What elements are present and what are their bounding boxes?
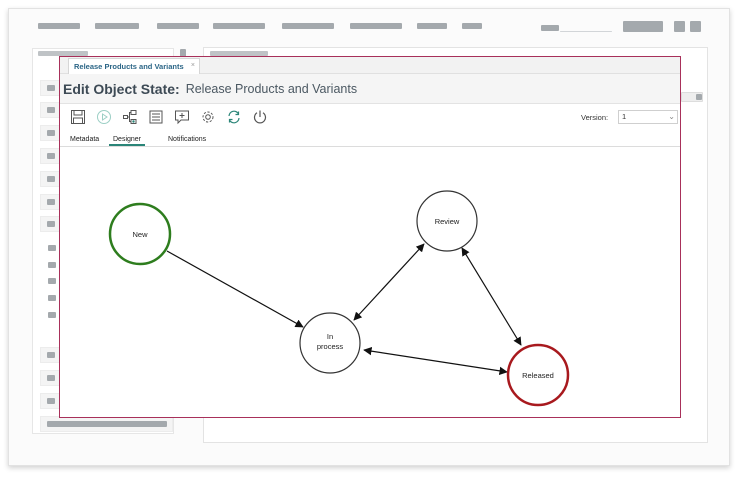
sidebar-header-placeholder <box>180 49 186 57</box>
document-tab-strip: Release Products and Variants × <box>60 57 680 74</box>
main-field-placeholder <box>696 94 702 100</box>
close-icon[interactable]: × <box>190 62 195 69</box>
state-node-in-process[interactable]: In process <box>299 312 361 374</box>
version-value: 1 <box>622 112 627 121</box>
list-icon[interactable] <box>148 109 164 125</box>
play-icon[interactable] <box>96 109 112 125</box>
user-placeholder <box>623 21 663 32</box>
version-select[interactable]: 1 ⌄ <box>618 110 678 124</box>
state-node-released[interactable]: Released <box>506 343 570 407</box>
document-tab[interactable]: Release Products and Variants × <box>68 58 200 74</box>
node-label: New <box>132 230 148 239</box>
toolbar: Version: 1 ⌄ <box>60 105 680 130</box>
state-node-review[interactable]: Review <box>416 190 478 252</box>
node-circle <box>416 190 478 252</box>
nav-placeholder <box>282 23 334 29</box>
state-diagram-canvas[interactable]: New Review In process Released <box>60 148 680 416</box>
refresh-icon[interactable] <box>226 109 242 125</box>
icon-placeholder <box>674 21 685 32</box>
sidebar-row <box>40 416 173 432</box>
nav-placeholder <box>462 23 482 29</box>
node-label-line2: process <box>317 342 344 351</box>
node-circle <box>506 343 570 407</box>
edge-review-released[interactable] <box>461 247 522 346</box>
save-icon[interactable] <box>70 109 86 125</box>
main-header-placeholder <box>210 51 268 56</box>
node-label: Review <box>435 217 460 226</box>
document-tab-label: Release Products and Variants <box>74 62 184 71</box>
edge-in-process-released[interactable] <box>363 346 508 376</box>
sidebar-subitem <box>48 278 56 284</box>
chevron-down-icon: ⌄ <box>668 112 675 121</box>
edge-in-process-review[interactable] <box>353 243 425 321</box>
node-label: Released <box>522 371 554 380</box>
main-field-placeholder <box>681 92 703 102</box>
sidebar-subitem <box>48 312 56 318</box>
edge-new-to-in-process[interactable] <box>166 250 304 328</box>
tab-metadata[interactable]: Metadata <box>70 136 100 143</box>
node-label-line1: In <box>327 332 333 341</box>
page-subtitle: Release Products and Variants <box>185 81 358 96</box>
nav-placeholder <box>95 23 139 29</box>
sidebar-subitem <box>48 295 56 301</box>
search-placeholder-line <box>560 31 612 32</box>
sidebar-subitem <box>48 245 56 251</box>
page-title: Edit Object State: <box>63 80 180 97</box>
comment-icon[interactable] <box>174 109 190 125</box>
tab-designer[interactable]: Designer <box>109 136 146 146</box>
icon-placeholder <box>690 21 701 32</box>
workflow-icon[interactable] <box>122 109 138 125</box>
node-circle <box>108 202 172 266</box>
version-label: Version: <box>581 113 609 122</box>
nav-placeholder <box>38 23 80 29</box>
tab-notifications[interactable]: Notifications <box>168 136 207 143</box>
state-node-new[interactable]: New <box>108 202 172 266</box>
nav-placeholder <box>350 23 402 29</box>
nav-placeholder <box>213 23 265 29</box>
nav-placeholder <box>157 23 199 29</box>
search-placeholder <box>541 25 559 31</box>
title-bar: Edit Object State: Release Products and … <box>60 74 680 104</box>
node-circle <box>299 312 361 374</box>
settings-icon[interactable] <box>200 109 216 125</box>
power-icon[interactable] <box>252 109 268 125</box>
sub-tab-bar: Metadata Designer Notifications <box>60 133 680 147</box>
sidebar-header-placeholder <box>38 51 88 56</box>
edit-object-state-dialog: Release Products and Variants × Edit Obj… <box>59 56 681 418</box>
nav-placeholder <box>417 23 447 29</box>
sidebar-subitem <box>48 262 56 268</box>
